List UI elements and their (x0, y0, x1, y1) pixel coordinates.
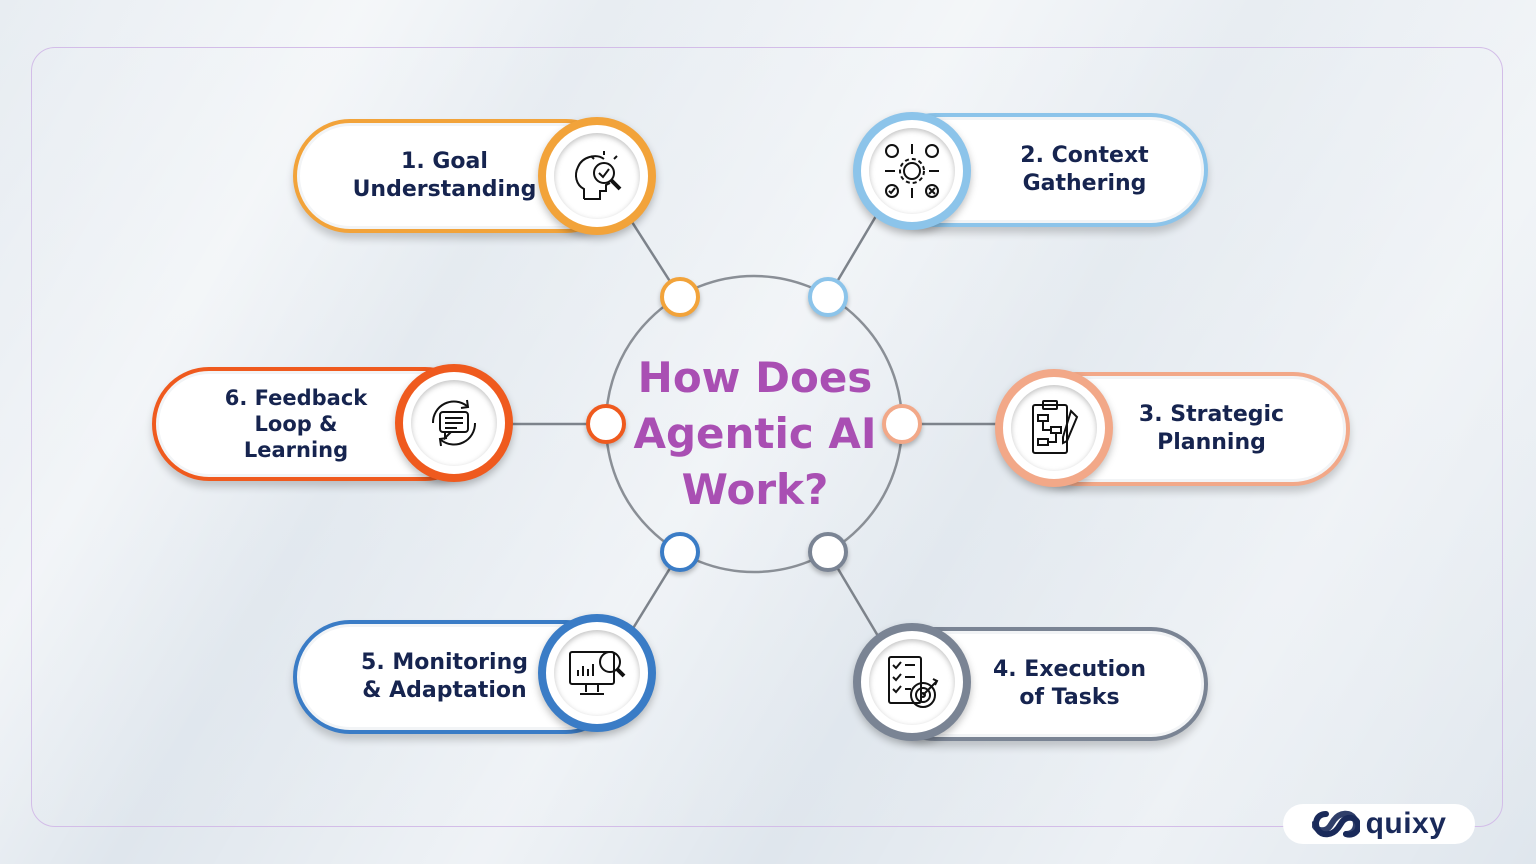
checklist-target-icon (888, 656, 939, 708)
step-2-node (808, 277, 848, 317)
step-4-node (808, 532, 848, 572)
content-frame (31, 47, 1503, 827)
step-6-icon-badge (395, 364, 513, 482)
head-magnifier-check-icon (575, 151, 622, 200)
step-6-label: 6. Feedback Loop & Learning (224, 386, 368, 462)
quixy-logo-icon (1311, 810, 1360, 838)
step-4-label: 4. Execution of Tasks (992, 657, 1146, 710)
center-title: How Does Agentic AI Work? (633, 353, 877, 514)
step-3-label: 3. Strategic Planning (1138, 402, 1285, 455)
brand-logo: quixy (1283, 804, 1475, 844)
clipboard-flowchart-icon (1032, 400, 1079, 454)
brand-name: quixy (1365, 807, 1447, 840)
step-3-node (882, 404, 922, 444)
gear-network-icon (885, 144, 939, 198)
step-5-label: 5. Monitoring & Adaptation (361, 650, 528, 703)
step-4-icon-badge (853, 623, 971, 741)
step-2-label: 2. Context Gathering (1020, 143, 1149, 196)
step-1-node (660, 277, 700, 317)
monitor-chart-magnifier-icon (569, 651, 626, 695)
step-3-icon-badge (995, 369, 1113, 487)
step-5-node (660, 532, 700, 572)
step-6-node (586, 404, 626, 444)
step-1-icon-badge (538, 117, 656, 235)
step-1-label: 1. Goal Understanding (352, 149, 537, 202)
step-5-icon-badge (538, 614, 656, 732)
chat-loop-icon (431, 399, 477, 447)
step-2-icon-badge (853, 112, 971, 230)
